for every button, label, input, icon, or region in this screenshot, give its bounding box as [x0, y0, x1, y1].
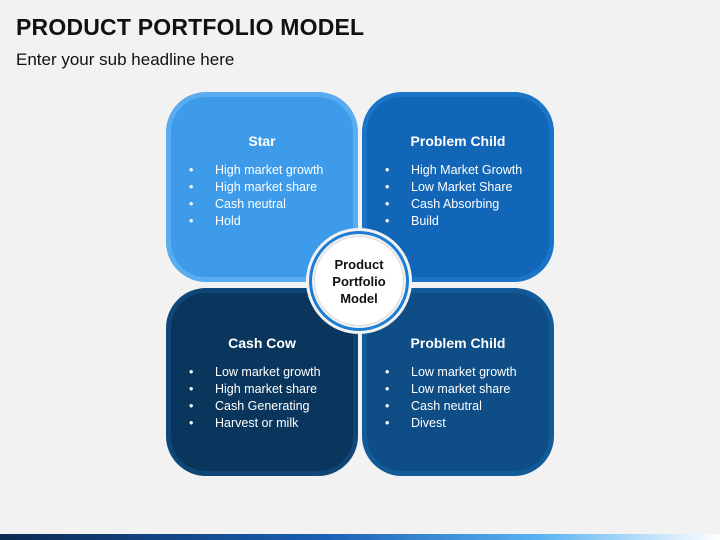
- list-item: High market share: [189, 179, 323, 196]
- center-label: Product Portfolio Model: [332, 256, 386, 306]
- center-circle: Product Portfolio Model: [315, 237, 403, 325]
- quadrant-list: Low market growth Low market share Cash …: [385, 364, 517, 432]
- list-item: Cash neutral: [189, 196, 323, 213]
- list-item: High Market Growth: [385, 162, 522, 179]
- list-item: Divest: [385, 415, 517, 432]
- quadrant-star: Star High market growth High market shar…: [166, 92, 358, 282]
- list-item: Cash Generating: [189, 398, 321, 415]
- page-title: PRODUCT PORTFOLIO MODEL: [16, 14, 365, 40]
- list-item: High market growth: [189, 162, 323, 179]
- list-item: Low Market Share: [385, 179, 522, 196]
- quadrant-list: High Market Growth Low Market Share Cash…: [385, 162, 522, 230]
- list-item: Build: [385, 213, 522, 230]
- center-ring-arc: [309, 231, 409, 331]
- list-item: High market share: [189, 381, 321, 398]
- list-item: Low market share: [385, 381, 517, 398]
- list-item: Hold: [189, 213, 323, 230]
- quadrant-list: Low market growth High market share Cash…: [189, 364, 321, 432]
- list-item: Harvest or milk: [189, 415, 321, 432]
- list-item: Low market growth: [189, 364, 321, 381]
- quadrant-title: Problem Child: [410, 133, 506, 149]
- quadrant-title: Problem Child: [410, 335, 506, 351]
- list-item: Cash Absorbing: [385, 196, 522, 213]
- list-item: Low market growth: [385, 364, 517, 381]
- quadrant-list: High market growth High market share Cas…: [189, 162, 323, 230]
- list-item: Cash neutral: [385, 398, 517, 415]
- quadrant-title: Star: [248, 133, 276, 149]
- page-subtitle: Enter your sub headline here: [16, 50, 235, 69]
- footer-gradient-bar: [0, 534, 720, 540]
- center-node: Product Portfolio Model: [306, 228, 412, 334]
- quadrant-title: Cash Cow: [228, 335, 296, 351]
